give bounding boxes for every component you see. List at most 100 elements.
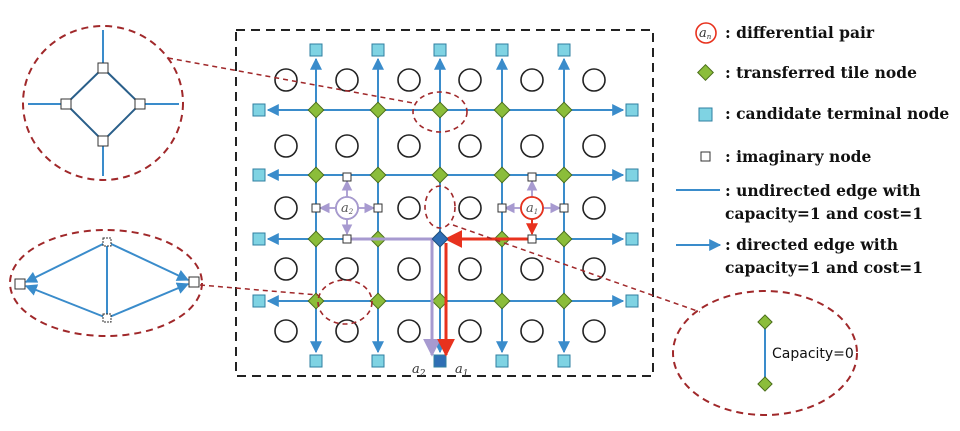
legend: an : differential pair : transferred til…: [676, 22, 949, 277]
pin-circle: [274, 134, 298, 158]
pin-circle: [582, 68, 606, 92]
tile-node: [493, 101, 511, 119]
pin-circle: [582, 196, 606, 220]
pin-circle: [458, 196, 482, 220]
tile-node: [307, 101, 325, 119]
terminal-node-bottom: [309, 354, 323, 368]
pin-circle: [397, 134, 421, 158]
imaginary-node: [102, 313, 112, 323]
terminal-node-right: [625, 294, 639, 308]
terminal-node-right: [625, 168, 639, 182]
terminal-node-right: [625, 232, 639, 246]
pin-circle: [397, 68, 421, 92]
tile-node: [431, 101, 449, 119]
imaginary-node: [14, 278, 26, 290]
pin-circle: [458, 68, 482, 92]
terminal-node-bottom: [495, 354, 509, 368]
pin-circle: [274, 257, 298, 281]
pin-circle: [397, 196, 421, 220]
tile-node: [369, 166, 387, 184]
terminal-node-top: [309, 43, 323, 57]
pin-circle: [274, 196, 298, 220]
legend-directed-edge-text2: capacity=1 and cost=1: [725, 258, 923, 277]
callout2-edge: [106, 241, 190, 281]
leader-line-bottom: [199, 284, 319, 296]
legend-terminal-node-symbol: [698, 107, 713, 122]
capacity-zero-label: Capacity=0: [772, 346, 854, 362]
callout2-edge: [24, 284, 108, 319]
tile-node: [307, 292, 325, 310]
capacity-zero-top-node: [757, 314, 773, 330]
tile-node: [555, 166, 573, 184]
imaginary-node: [102, 237, 112, 247]
highlight-ellipse-bottom: [317, 279, 373, 325]
tile-node: [431, 166, 449, 184]
pin-circle: [520, 68, 544, 92]
capacity-zero-callout: Capacity=0: [672, 290, 858, 416]
imaginary-node: [188, 276, 200, 288]
highlight-ellipse-mid: [424, 185, 456, 229]
terminal-node-top: [495, 43, 509, 57]
tile-node: [307, 166, 325, 184]
legend-undirected-edge-text: : undirected edge with: [725, 181, 921, 200]
differential-pair-a2-label: a2: [341, 201, 354, 216]
imaginary-node: [97, 62, 109, 74]
terminal-node-left: [252, 232, 266, 246]
pin-circle: [397, 319, 421, 343]
differential-pair-a2: [335, 196, 359, 220]
capacity-zero-ellipse: [672, 290, 858, 416]
bottom-label-a1: a1: [455, 362, 469, 379]
differential-pair-a1-label: a1: [526, 201, 538, 216]
tile-node: [555, 230, 573, 248]
tile-node: [493, 166, 511, 184]
tile-node: [493, 292, 511, 310]
highlight-ellipse-top: [412, 91, 468, 133]
terminal-node-top: [371, 43, 385, 57]
terminal-node-top: [557, 43, 571, 57]
pin-circle: [520, 319, 544, 343]
legend-diff-pair-symbol: [695, 22, 717, 44]
pin-circle: [274, 319, 298, 343]
imaginary-node: [497, 203, 507, 213]
pin-circle: [520, 257, 544, 281]
terminal-node-left: [252, 103, 266, 117]
tile-node: [369, 292, 387, 310]
capacity-zero-bottom-node: [757, 376, 773, 392]
pin-circle: [458, 319, 482, 343]
leader-line-top: [167, 57, 414, 104]
callout2-edge: [106, 282, 190, 319]
imaginary-node: [97, 135, 109, 147]
legend-terminal-node-text: : candidate terminal node: [725, 104, 949, 123]
pin-circle: [458, 134, 482, 158]
imaginary-node: [559, 203, 569, 213]
terminal-node-left: [252, 294, 266, 308]
pin-circle: [582, 257, 606, 281]
pin-circle: [582, 319, 606, 343]
tile-node: [307, 230, 325, 248]
bottom-label-a2: a2: [412, 362, 426, 379]
grid-region-border: [235, 29, 654, 377]
grid-layer: [252, 43, 639, 368]
pin-circle: [458, 257, 482, 281]
callout2-edge: [24, 241, 108, 283]
tile-node: [369, 101, 387, 119]
legend-imaginary-node-text: : imaginary node: [725, 147, 872, 166]
tile-node-selected: [431, 230, 449, 248]
pin-circle: [335, 319, 359, 343]
pin-circle: [335, 134, 359, 158]
callout1-diamond: [64, 66, 142, 143]
pin-circle: [335, 257, 359, 281]
legend-directed-edge-text: : directed edge with: [725, 235, 898, 254]
tile-node: [431, 292, 449, 310]
tile-node: [555, 292, 573, 310]
imaginary-node: [342, 172, 352, 182]
callout-ellipse-bottom-left: [9, 229, 203, 337]
legend-imaginary-node-symbol: [700, 151, 711, 162]
imaginary-node: [342, 234, 352, 244]
pin-circle: [520, 134, 544, 158]
legend-diff-pair-symbol-label: an: [699, 26, 712, 41]
overlay-layer: a2 a1: [9, 25, 701, 357]
tile-node: [555, 101, 573, 119]
differential-pair-a1: [520, 196, 544, 220]
